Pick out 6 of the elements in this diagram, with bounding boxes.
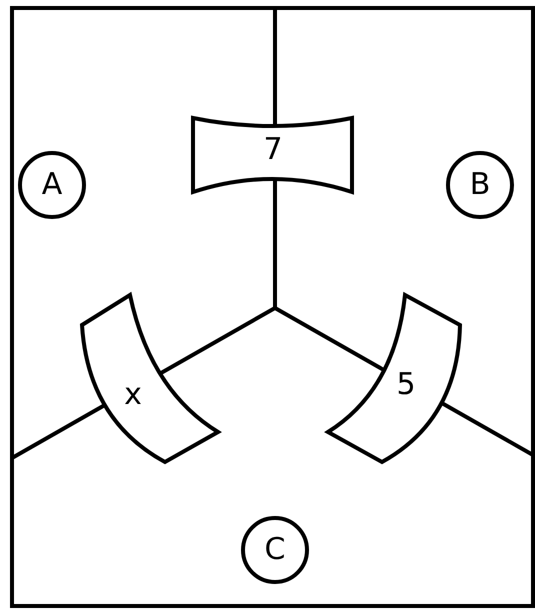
label-circle: C xyxy=(241,516,309,584)
curved-label-band: 5 xyxy=(325,292,463,464)
curved-label-band: x xyxy=(79,292,221,464)
label-circle: A xyxy=(18,151,86,219)
curved-label-band: 7 xyxy=(190,114,355,196)
label-circle: B xyxy=(446,151,514,219)
